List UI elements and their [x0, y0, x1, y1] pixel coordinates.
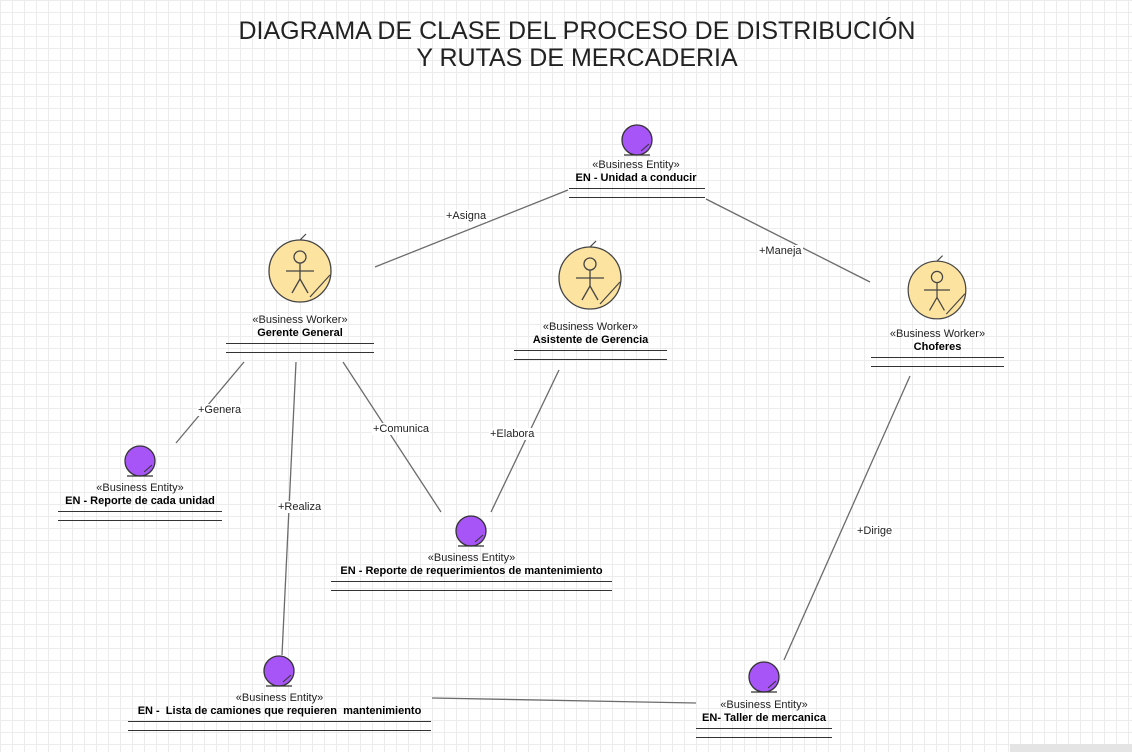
compartment-divider	[226, 352, 374, 353]
line-maneja	[705, 198, 871, 283]
class-name: EN - Reporte de cada unidad	[65, 495, 215, 507]
compartment-divider	[871, 357, 1004, 358]
compartment-divider	[58, 520, 222, 521]
worker-icon	[268, 233, 332, 303]
worker-icon	[907, 255, 967, 320]
class-name: EN - Reporte de requerimientos de manten…	[340, 565, 603, 577]
class-name: EN - Unidad a conducir	[575, 172, 697, 184]
stereotype-label: «Business Worker»	[889, 328, 986, 340]
compartment-divider	[331, 581, 612, 582]
worker-asistente-de-gerencia[interactable]: «Business Worker» Asistente de Gerencia	[514, 321, 667, 347]
compartment-divider	[871, 366, 1004, 367]
entity-unidad-a-conducir[interactable]: «Business Entity» EN - Unidad a conducir	[567, 159, 705, 185]
entity-icon	[455, 515, 487, 547]
line-genera	[175, 361, 245, 444]
entity-reporte-de-requerimientos[interactable]: «Business Entity» EN - Reporte de requer…	[331, 552, 612, 578]
class-name: Choferes	[913, 341, 962, 353]
entity-icon	[748, 661, 780, 693]
stereotype-label: «Business Worker»	[252, 314, 348, 326]
corner-scroll-shade	[1010, 744, 1132, 752]
compartment-divider	[58, 511, 222, 512]
compartment-divider	[569, 197, 705, 198]
compartment-divider	[128, 730, 431, 731]
title-line-1: DIAGRAMA DE CLASE DEL PROCESO DE DISTRIB…	[238, 17, 916, 45]
title-line-2: Y RUTAS DE MERCADERIA	[416, 44, 738, 72]
entity-icon	[124, 445, 156, 477]
entity-icon	[263, 655, 295, 687]
class-name: EN- Taller de mercanica	[702, 712, 826, 724]
entity-lista-de-camiones[interactable]: «Business Entity» EN - Lista de camiones…	[128, 692, 431, 718]
assoc-label-asigna: +Asigna	[445, 210, 488, 222]
line-lista-taller	[431, 697, 697, 704]
compartment-divider	[569, 188, 705, 189]
assoc-label-elabora: +Elabora	[489, 428, 536, 440]
line-elabora	[490, 369, 560, 513]
compartment-divider	[331, 590, 612, 591]
class-name: Gerente General	[257, 327, 343, 339]
stereotype-label: «Business Entity»	[96, 482, 184, 494]
stereotype-label: «Business Entity»	[592, 159, 680, 171]
compartment-divider	[696, 737, 832, 738]
entity-reporte-de-cada-unidad[interactable]: «Business Entity» EN - Reporte de cada u…	[58, 482, 222, 508]
stereotype-label: «Business Worker»	[542, 321, 639, 333]
line-comunica	[342, 361, 442, 513]
compartment-divider	[696, 728, 832, 729]
compartment-divider	[514, 359, 667, 360]
stereotype-label: «Business Entity»	[720, 699, 808, 711]
line-asigna	[374, 189, 569, 268]
compartment-divider	[128, 721, 431, 722]
worker-gerente-general[interactable]: «Business Worker» Gerente General	[226, 314, 374, 340]
diagram-title: DIAGRAMA DE CLASE DEL PROCESO DE DISTRIB…	[0, 18, 1132, 72]
worker-choferes[interactable]: «Business Worker» Choferes	[871, 328, 1004, 354]
stereotype-label: «Business Entity»	[427, 552, 516, 564]
entity-icon	[621, 124, 653, 156]
assoc-label-realiza: +Realiza	[277, 501, 323, 513]
worker-icon	[558, 240, 622, 310]
compartment-divider	[226, 343, 374, 344]
line-dirige	[783, 375, 911, 661]
assoc-label-dirige: +Dirige	[856, 525, 894, 537]
assoc-label-genera: +Genera	[197, 404, 243, 416]
class-name: EN - Lista de camiones que requieren man…	[137, 705, 422, 717]
compartment-divider	[514, 350, 667, 351]
entity-taller-de-mercanica[interactable]: «Business Entity» EN- Taller de mercanic…	[696, 699, 832, 725]
stereotype-label: «Business Entity»	[235, 692, 324, 704]
assoc-label-maneja: +Maneja	[758, 245, 803, 257]
assoc-label-comunica: +Comunica	[372, 423, 430, 435]
class-name: Asistente de Gerencia	[532, 334, 649, 346]
